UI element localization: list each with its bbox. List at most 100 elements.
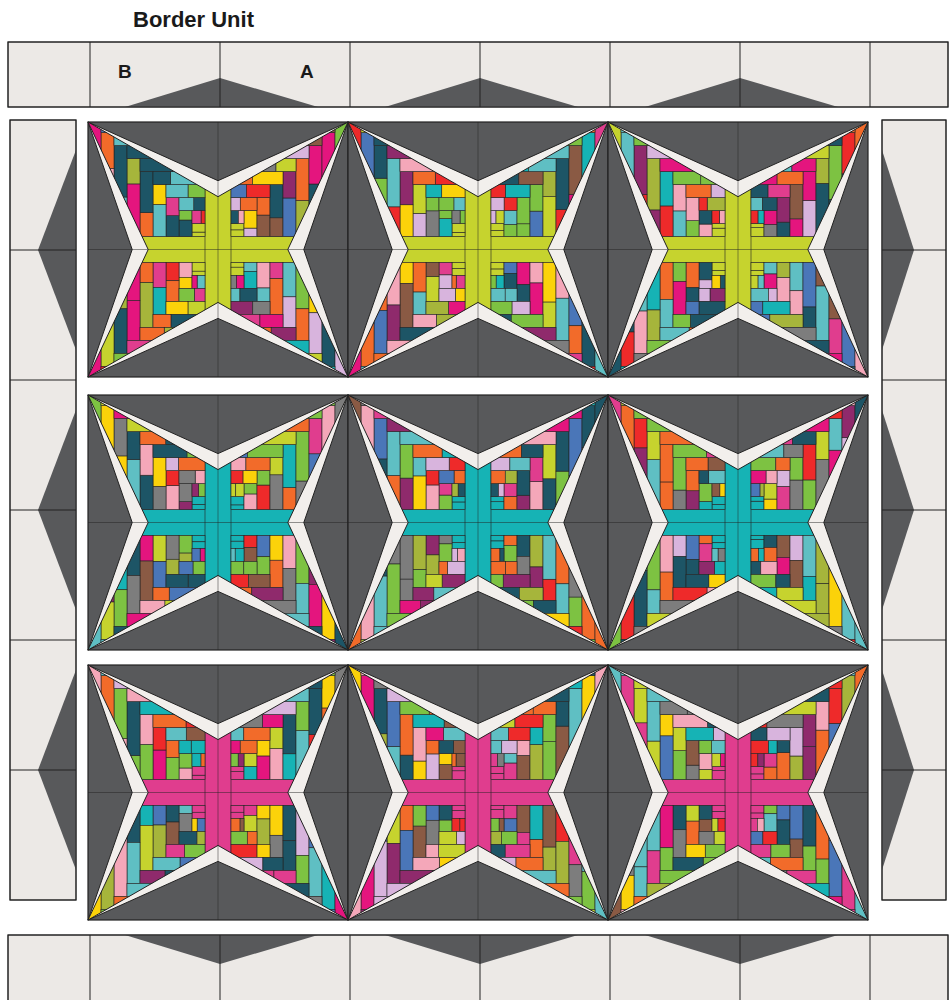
fabric-strip bbox=[263, 614, 309, 627]
fabric-strip bbox=[751, 767, 764, 774]
fabric-strip bbox=[231, 728, 244, 741]
fabric-strip bbox=[231, 614, 263, 627]
fabric-strip bbox=[101, 448, 114, 509]
fabric-strip bbox=[426, 555, 439, 575]
fabric-strip bbox=[660, 107, 725, 120]
fabric-strip bbox=[699, 263, 712, 280]
fabric-strip bbox=[166, 216, 179, 237]
fabric-strip bbox=[179, 832, 197, 845]
fabric-strip bbox=[166, 471, 179, 486]
fabric-strip bbox=[231, 627, 279, 640]
fabric-strip bbox=[296, 263, 309, 309]
fabric-strip bbox=[751, 107, 800, 120]
fabric-strip bbox=[712, 504, 725, 509]
fabric-strip bbox=[569, 865, 582, 897]
fabric-strip bbox=[524, 419, 569, 432]
fabric-strip bbox=[170, 172, 205, 185]
block-outline bbox=[608, 122, 868, 377]
fabric-strip bbox=[569, 806, 582, 865]
fabric-strip bbox=[531, 653, 608, 666]
fabric-strip bbox=[686, 458, 708, 471]
fabric-strip bbox=[699, 741, 712, 754]
fabric-strip bbox=[699, 280, 712, 289]
fabric-strip bbox=[280, 354, 322, 367]
fabric-strip bbox=[192, 211, 201, 224]
fabric-strip bbox=[400, 579, 413, 600]
fabric-strip bbox=[452, 224, 465, 233]
fabric-strip bbox=[696, 432, 725, 445]
fabric-strip bbox=[434, 146, 465, 159]
fabric-strip bbox=[517, 263, 530, 285]
fabric-strip bbox=[582, 448, 595, 510]
fabric-strip bbox=[759, 549, 764, 562]
fabric-strip bbox=[413, 858, 439, 871]
fabric-strip bbox=[180, 858, 205, 871]
fabric-strip bbox=[361, 806, 374, 861]
fabric-strip bbox=[540, 354, 582, 367]
fabric-strip bbox=[771, 858, 803, 871]
fabric-strip bbox=[439, 495, 452, 509]
fabric-strip bbox=[777, 419, 829, 432]
fabric-strip bbox=[829, 319, 842, 354]
fabric-strip bbox=[757, 819, 764, 832]
fabric-strip bbox=[764, 263, 777, 274]
quadrant-seam bbox=[88, 122, 348, 377]
fabric-strip bbox=[758, 211, 764, 224]
fabric-strip bbox=[768, 289, 777, 302]
fabric-strip bbox=[608, 707, 621, 779]
fabric-strip bbox=[257, 198, 270, 216]
fabric-strip bbox=[455, 289, 465, 302]
fabric-strip bbox=[660, 445, 673, 482]
fabric-strip bbox=[608, 923, 675, 936]
fabric-strip bbox=[695, 884, 725, 897]
fabric-strip bbox=[179, 754, 192, 769]
fabric-strip bbox=[140, 871, 165, 884]
fabric-strip bbox=[569, 748, 582, 779]
fabric-strip bbox=[712, 484, 720, 497]
fabric-strip bbox=[699, 224, 712, 236]
fabric-strip bbox=[712, 228, 725, 236]
fabric-strip bbox=[153, 146, 205, 159]
fabric-strip bbox=[273, 653, 348, 666]
fabric-strip bbox=[816, 263, 829, 287]
fabric-strip bbox=[184, 702, 205, 715]
fabric-strip bbox=[413, 213, 426, 236]
fabric-strip bbox=[491, 676, 539, 689]
fabric-strip bbox=[374, 897, 434, 910]
fabric-strip bbox=[283, 715, 296, 754]
fabric-strip bbox=[322, 536, 335, 567]
fabric-strip bbox=[192, 754, 201, 767]
fabric-strip bbox=[426, 211, 439, 237]
fabric-strip bbox=[758, 754, 764, 767]
fabric-strip bbox=[543, 742, 556, 780]
fabric-strip bbox=[387, 305, 400, 340]
fabric-strip bbox=[491, 773, 504, 779]
fabric-strip bbox=[374, 676, 425, 689]
fabric-strip bbox=[595, 709, 608, 780]
fabric-strip bbox=[231, 107, 268, 120]
fabric-strip bbox=[140, 744, 153, 779]
fabric-strip bbox=[247, 832, 257, 845]
fabric-strip bbox=[231, 198, 240, 211]
fabric-strip bbox=[751, 858, 771, 871]
fabric-strip bbox=[543, 263, 556, 303]
fabric-strip bbox=[244, 228, 257, 236]
seam-line bbox=[610, 42, 611, 107]
fabric-strip bbox=[426, 741, 439, 754]
fabric-strip bbox=[816, 584, 829, 614]
fabric-strip bbox=[387, 564, 400, 614]
fabric-strip bbox=[361, 462, 374, 509]
fabric-strip bbox=[504, 263, 517, 274]
fabric-strip bbox=[712, 767, 725, 771]
fabric-strip bbox=[491, 588, 519, 601]
fabric-strip bbox=[517, 556, 530, 574]
fabric-strip bbox=[179, 768, 192, 779]
fabric-strip bbox=[88, 856, 101, 923]
fabric-strip bbox=[270, 279, 283, 315]
fabric-strip bbox=[500, 549, 504, 562]
fabric-strip bbox=[452, 549, 457, 562]
fabric-strip bbox=[439, 832, 457, 845]
star-block bbox=[595, 107, 881, 393]
fabric-strip bbox=[712, 771, 725, 780]
fabric-strip bbox=[803, 806, 816, 847]
